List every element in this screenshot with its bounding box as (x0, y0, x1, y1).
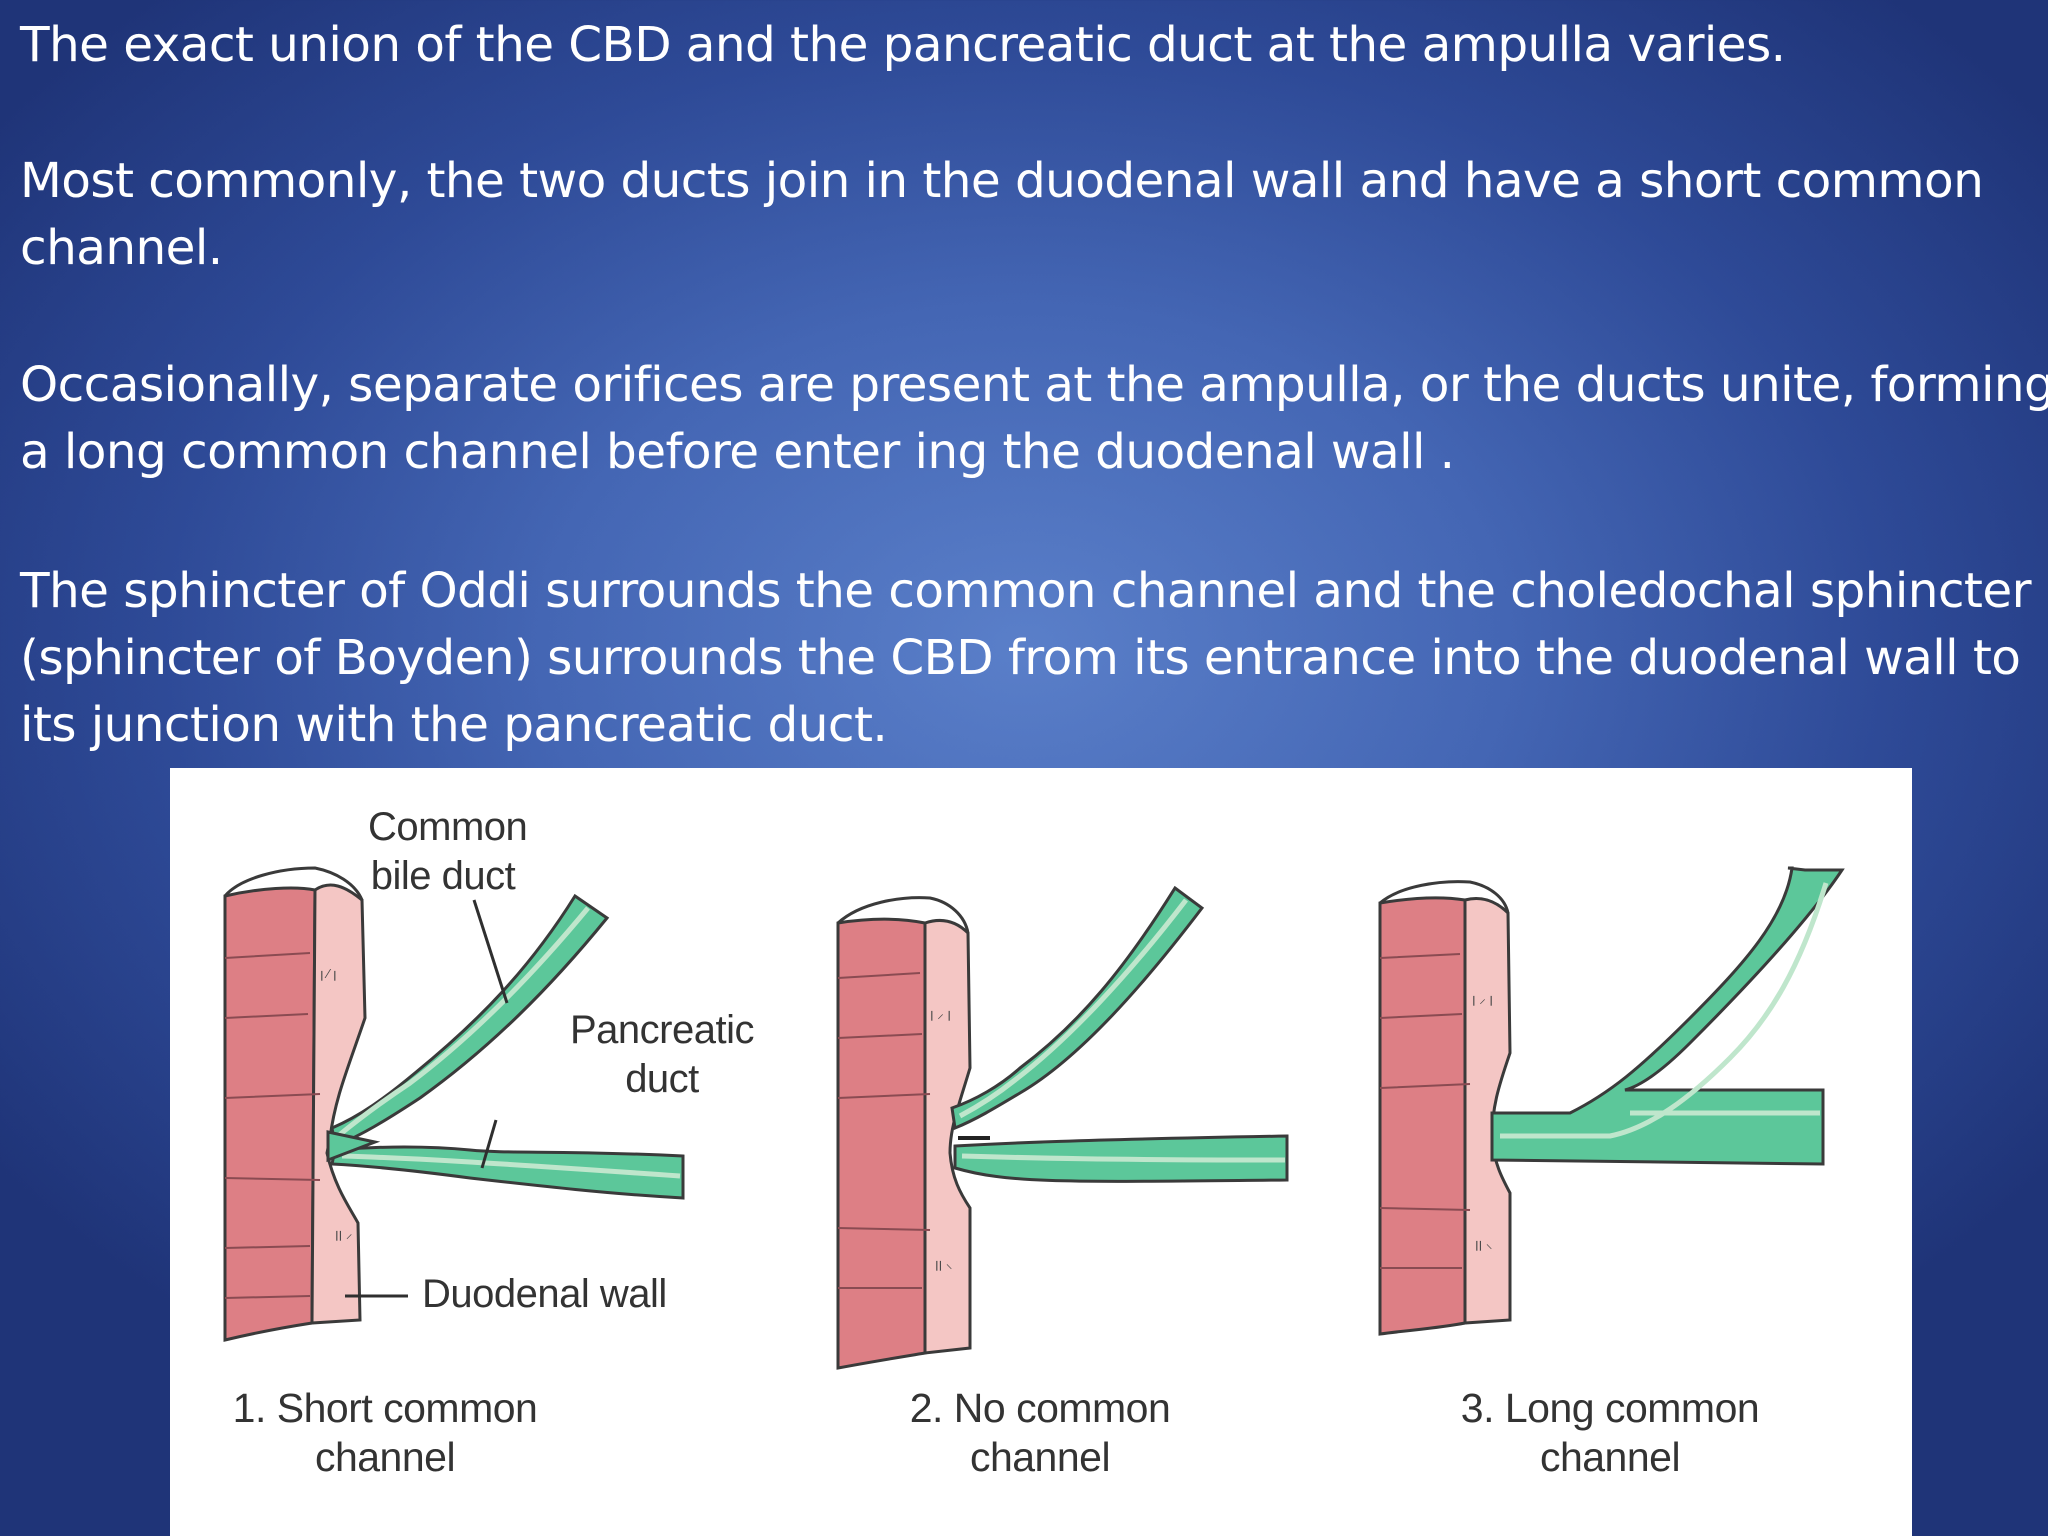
caption-line: 1. Short common (232, 1385, 538, 1431)
paragraph-separate-orifices: Occasionally, separate orifices are pres… (20, 352, 2048, 486)
pancreatic-duct-leader (480, 1119, 498, 1169)
svg-text:ꞁ ⸝ ꞁ: ꞁ ⸝ ꞁ (930, 1006, 951, 1021)
text-line: Most commonly, the two ducts join in the… (20, 153, 1984, 209)
caption-short-common-channel: 1. Short common channel (230, 1384, 540, 1482)
duodenal-outer-rim (223, 866, 364, 901)
svg-text:ꞁ ⸝ ꞁ: ꞁ ⸝ ꞁ (1472, 991, 1493, 1006)
caption-line: 2. No common (909, 1385, 1171, 1431)
common-channel-lining (1500, 882, 1829, 1139)
text-line: The exact union of the CBD and the pancr… (20, 17, 1786, 73)
text-line: Occasionally, separate orifices are pres… (20, 357, 2048, 413)
pancreatic-duct-lining (341, 1153, 681, 1179)
duodenal-outer-rim (1379, 880, 1510, 914)
svg-text:ꞁꞁ ⸜: ꞁꞁ ⸜ (935, 1256, 952, 1271)
duodenal-outer-rim (836, 896, 970, 934)
paragraph-sphincters: The sphincter of Oddi surrounds the comm… (20, 558, 2032, 759)
duodenal-muscle-layer (836, 917, 927, 1370)
common-bile-duct-leader (472, 899, 509, 1004)
text-line: (sphincter of Boyden) surrounds the CBD … (20, 630, 2021, 686)
paragraph-short-common-channel: Most commonly, the two ducts join in the… (20, 148, 2030, 282)
text-line: a long common channel before enter ing t… (20, 424, 1455, 480)
ampulla-anatomy-figure: ꞁ ⁄ ꞁ ꞁꞁ ⸝ ꞁ ⸝ ꞁ ꞁꞁ ⸜ (170, 768, 1912, 1536)
ampulla-diagram-svg: ꞁ ⁄ ꞁ ꞁꞁ ⸝ ꞁ ⸝ ꞁ ꞁꞁ ⸜ (223, 866, 1845, 1370)
caption-line: 3. Long common (1460, 1385, 1760, 1431)
caption-no-common-channel: 2. No common channel (890, 1384, 1190, 1482)
label-line: Common (368, 805, 528, 849)
label-line: Pancreatic (570, 1008, 754, 1052)
label-line: Duodenal wall (422, 1272, 667, 1316)
common-bile-duct-lining (958, 898, 1188, 1119)
panel-1-drawing: ꞁ ⁄ ꞁ ꞁꞁ ⸝ (223, 866, 685, 1342)
common-bile-duct-label: Common bile duct (368, 803, 528, 901)
caption-line: channel (314, 1434, 456, 1480)
svg-text:ꞁꞁ ⸝: ꞁꞁ ⸝ (335, 1226, 352, 1241)
mucosal-folds (837, 972, 931, 1289)
caption-line: channel (969, 1434, 1111, 1480)
duodenal-wall-label: Duodenal wall (422, 1270, 682, 1319)
panel-2-drawing: ꞁ ⸝ ꞁ ꞁꞁ ⸜ (836, 885, 1289, 1370)
label-line: bile duct (370, 854, 516, 898)
pancreatic-duct-lining (961, 1153, 1286, 1163)
label-line: duct (625, 1057, 699, 1101)
common-channel (1490, 866, 1845, 1166)
svg-text:ꞁ ⁄ ꞁ: ꞁ ⁄ ꞁ (320, 966, 337, 981)
svg-text:ꞁꞁ ⸜: ꞁꞁ ⸜ (1475, 1236, 1492, 1251)
duodenal-mucosa-layer (1463, 897, 1512, 1325)
text-line: channel. (20, 220, 223, 276)
pancreatic-duct-label: Pancreatic duct (552, 1006, 772, 1104)
paragraph-ampulla-variation: The exact union of the CBD and the pancr… (20, 12, 2030, 79)
caption-line: channel (1539, 1434, 1681, 1480)
mucosal-folds (1379, 953, 1471, 1269)
caption-long-common-channel: 3. Long common channel (1445, 1384, 1775, 1482)
text-line: its junction with the pancreatic duct. (20, 697, 888, 753)
panel-3-drawing: ꞁ ⸝ ꞁ ꞁꞁ ⸜ (1378, 866, 1845, 1336)
text-line: The sphincter of Oddi surrounds the comm… (20, 563, 2032, 619)
common-bile-duct-lining (336, 906, 590, 1138)
mucosal-folds (224, 952, 321, 1299)
duodenal-mucosa-layer (310, 883, 367, 1325)
common-bile-duct (950, 885, 1205, 1131)
common-channel (326, 1130, 381, 1163)
